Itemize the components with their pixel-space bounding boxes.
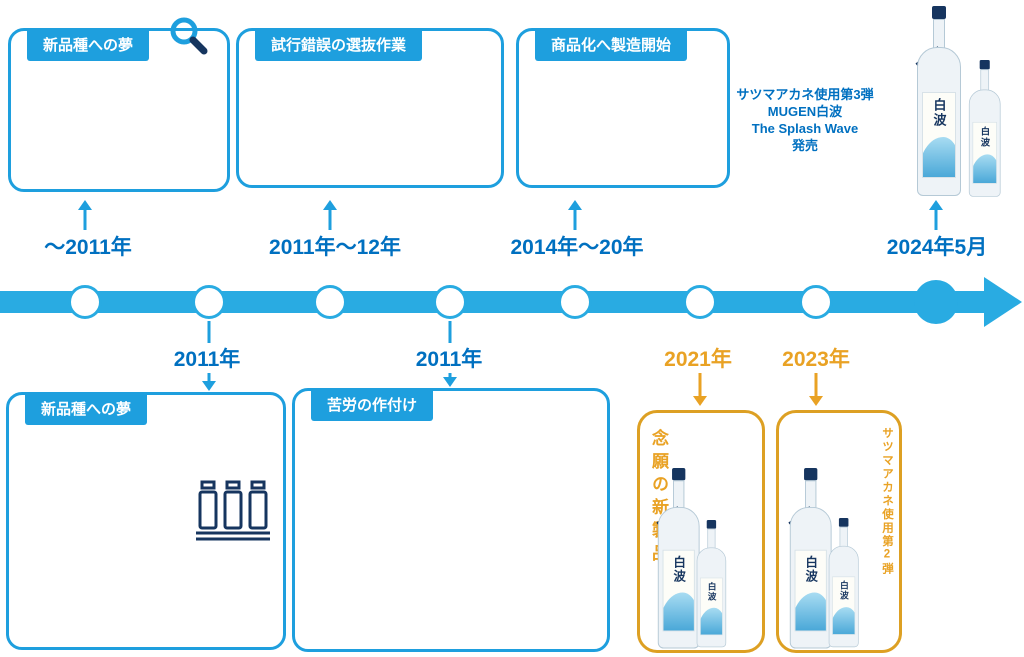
year-label-top-2: 2011年〜12年	[263, 231, 407, 261]
box-title: 新品種への夢	[27, 28, 150, 61]
bottle-label-text: 白波	[671, 555, 686, 584]
timeline-node	[558, 285, 592, 319]
arrow-up-icon	[929, 200, 943, 230]
timeline-node-current	[914, 280, 958, 324]
callout-box-hard-planting: 苦労の作付け	[292, 388, 610, 652]
bottle-label-text: 白波	[706, 581, 717, 602]
bottle-body: 白波	[917, 47, 961, 196]
bottle-label-text: 白波	[838, 580, 849, 601]
bottle-label: 白波	[832, 576, 856, 635]
bottle-neck	[839, 526, 848, 548]
bottle-label: 白波	[794, 549, 827, 632]
timeline-bar	[0, 291, 986, 313]
arrow-head	[202, 381, 216, 391]
arrow-head	[323, 200, 337, 210]
arrow-head	[443, 377, 457, 387]
arrow-shaft	[83, 208, 87, 230]
release-note-line: 発売	[791, 138, 818, 153]
arrow-head	[568, 200, 582, 210]
arrow-down-icon	[693, 373, 707, 406]
shochu-bottle-small: 白波	[966, 60, 1003, 197]
bottle-neck	[933, 19, 945, 49]
bottle-neck	[980, 69, 990, 91]
arrow-up-icon	[323, 200, 337, 230]
bottle-neck	[707, 528, 716, 549]
year-label-bottom-3: 2021年	[658, 343, 738, 373]
timeline-node	[799, 285, 833, 319]
bottle-label-text: 白波	[979, 126, 991, 148]
bottle-cap	[838, 518, 849, 527]
timeline-arrowhead-icon	[984, 277, 1022, 327]
bottle-label: 白波	[700, 577, 723, 636]
shochu-bottle-small: 白波	[826, 518, 861, 648]
arrow-shaft	[573, 208, 577, 230]
release-note-line: MUGEN白波	[767, 104, 843, 119]
release-note-line: The Splash Wave	[751, 121, 859, 136]
shochu-bottle-small: 白波	[694, 520, 729, 648]
bottle-body: 白波	[789, 506, 832, 649]
box-title: 商品化へ製造開始	[535, 28, 688, 61]
year-label-top-3: 2014年〜20年	[504, 231, 650, 261]
wave-graphic	[973, 154, 997, 184]
arrow-up-icon	[568, 200, 582, 230]
timeline-node	[68, 285, 102, 319]
callout-box-new-variety-dream: 新品種への夢	[8, 28, 230, 192]
magnifier-icon	[166, 14, 210, 63]
bottle-body: 白波	[696, 547, 727, 648]
box-title: 試行錯誤の選抜作業	[255, 28, 423, 61]
timeline-node	[433, 285, 467, 319]
bottle-label-text: 白波	[931, 98, 947, 128]
callout-box-new-variety-dream-bottom: 新品種への夢	[6, 392, 286, 650]
callout-box-production-start: 商品化へ製造開始	[516, 28, 730, 188]
year-label-bottom-1: 2011年	[167, 343, 247, 373]
timeline-node	[683, 285, 717, 319]
wave-graphic	[663, 592, 694, 631]
wave-graphic	[923, 137, 955, 177]
year-label-top-4: 2024年5月	[880, 231, 994, 261]
box-title: 新品種への夢	[25, 392, 148, 425]
arrow-head	[809, 396, 823, 406]
release-note: サツマアカネ使用第3弾 MUGEN白波 The Splash Wave 発売	[725, 86, 885, 154]
arrow-up-icon	[78, 200, 92, 230]
bottle-body: 白波	[657, 506, 700, 649]
arrow-shaft	[698, 373, 702, 398]
wave-graphic	[832, 607, 855, 635]
wave-graphic	[795, 592, 826, 631]
year-label-bottom-2: 2011年	[409, 343, 489, 373]
box-title: 苦労の作付け	[311, 388, 434, 421]
shochu-bottle-large: 白波	[654, 468, 703, 649]
arrow-shaft	[328, 208, 332, 230]
bottle-neck	[805, 480, 817, 509]
bottle-body: 白波	[968, 89, 1001, 197]
bottle-label-text: 白波	[803, 555, 818, 584]
shochu-bottle-large: 白波	[786, 468, 835, 649]
bottle-cap	[672, 468, 686, 481]
test-tube-rack-icon	[194, 476, 272, 547]
bottle-cap	[932, 6, 946, 19]
shochu-bottle-large: 白波	[913, 6, 965, 196]
bottle-cap	[706, 520, 717, 529]
wave-graphic	[700, 607, 723, 635]
bottle-label: 白波	[972, 121, 997, 184]
bottle-neck	[673, 480, 685, 509]
callout-box-selection-work: 試行錯誤の選抜作業	[236, 28, 504, 188]
bottle-label: 白波	[662, 549, 695, 632]
arrow-head	[693, 396, 707, 406]
arrow-shaft	[814, 373, 818, 398]
arrow-down-icon	[809, 373, 823, 406]
bottle-body: 白波	[828, 545, 859, 648]
arrow-shaft	[934, 208, 938, 230]
bottle-label: 白波	[922, 92, 956, 178]
bottle-cap	[979, 60, 990, 70]
product-caption: サツマアカネ使用第2弾	[881, 427, 893, 576]
arrow-head	[929, 200, 943, 210]
arrow-head	[78, 200, 92, 210]
year-label-bottom-4: 2023年	[776, 343, 856, 373]
timeline-node	[192, 285, 226, 319]
release-note-line: サツマアカネ使用第3弾	[736, 87, 874, 102]
bottle-cap	[804, 468, 818, 481]
timeline-node	[313, 285, 347, 319]
year-label-top-1: 〜2011年	[38, 231, 138, 261]
